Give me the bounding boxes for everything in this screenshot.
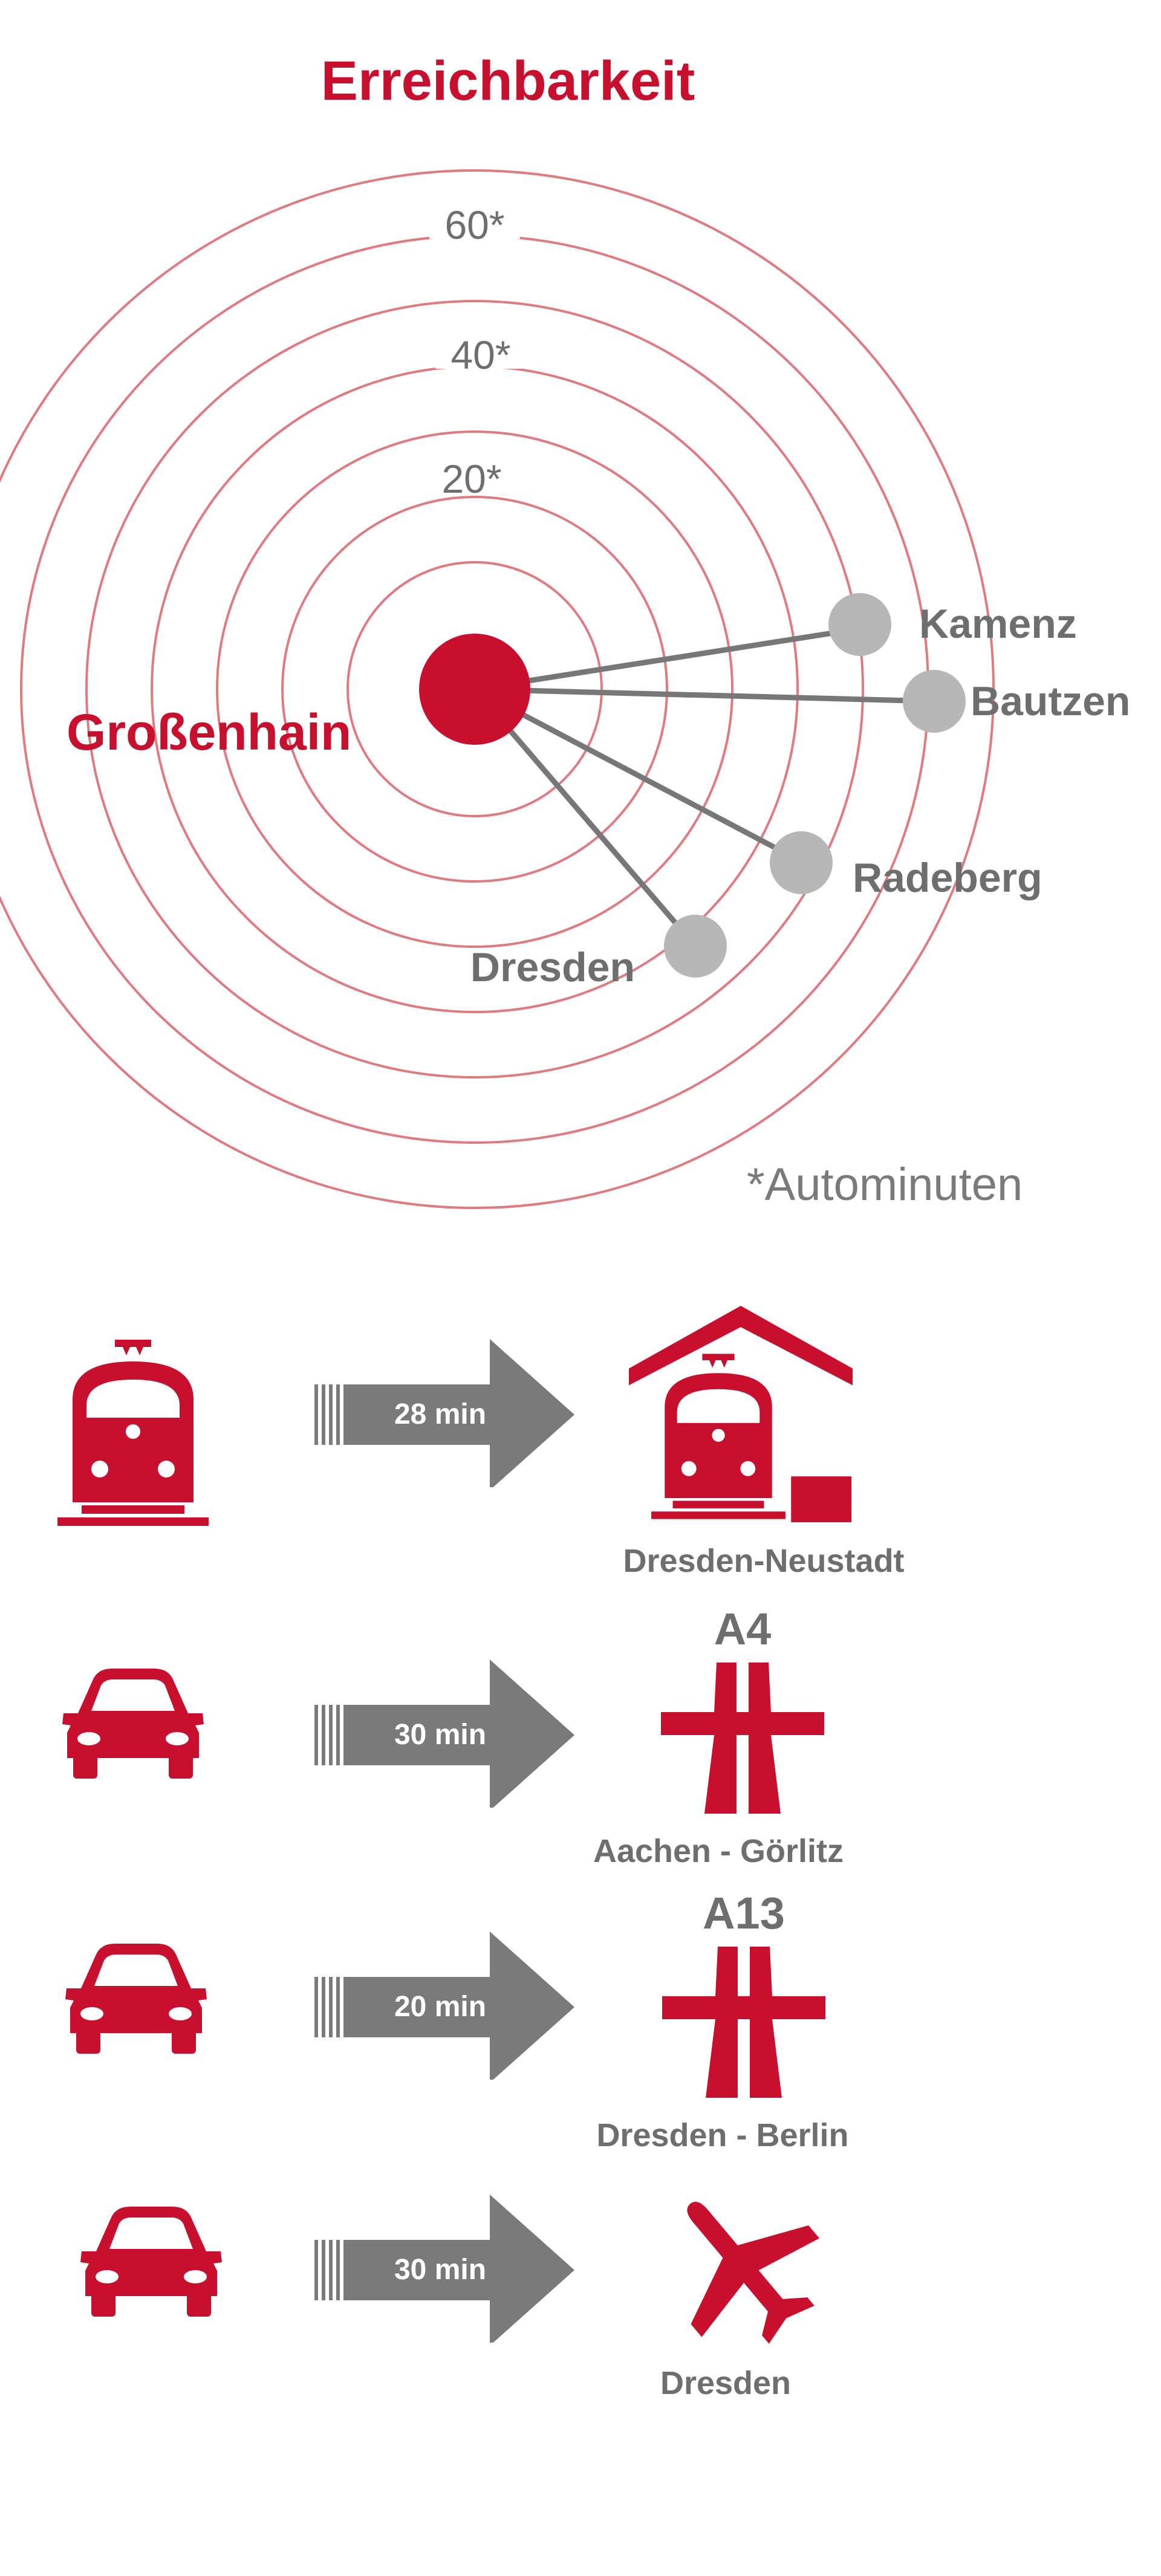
reachability-ring bbox=[216, 430, 733, 948]
ring-label-60: 60* bbox=[444, 203, 504, 247]
ring-label-40: 40* bbox=[450, 333, 510, 377]
highway-icon bbox=[662, 1947, 825, 2098]
ring-label-backdrop bbox=[435, 326, 526, 369]
city-label-radeberg: Radeberg bbox=[853, 855, 1042, 901]
airplane-icon bbox=[659, 2182, 822, 2346]
travel-time-label: 20 min bbox=[394, 1991, 486, 2023]
destination-label: Dresden - Berlin bbox=[596, 2117, 848, 2153]
ring-labels: 20* 40* 60* bbox=[441, 203, 510, 501]
city-node-dresden bbox=[664, 915, 727, 978]
travel-time-label: 28 min bbox=[394, 1398, 486, 1430]
ring-label-20: 20* bbox=[441, 456, 501, 501]
line-to-dresden bbox=[472, 687, 698, 948]
city-node-radeberg bbox=[770, 831, 833, 894]
reachability-ring bbox=[281, 496, 668, 883]
city-labels: Kamenz Bautzen Radeberg Dresden Großenha… bbox=[67, 601, 1130, 990]
city-node-bautzen bbox=[903, 670, 966, 733]
road-label: A13 bbox=[703, 1888, 785, 1938]
reachability-ring bbox=[0, 169, 995, 1209]
city-node-kamenz bbox=[828, 593, 891, 656]
train-icon bbox=[57, 1340, 209, 1526]
connection-row: 20 min A13 Dresden - Berlin bbox=[65, 1888, 849, 2153]
car-icon bbox=[80, 2207, 222, 2317]
road-label: A4 bbox=[714, 1604, 772, 1654]
highway-icon bbox=[661, 1663, 824, 1814]
footnote-autominuten: *Autominuten bbox=[747, 1159, 1023, 1210]
connection-row: 30 min A4 Aachen - Görlitz bbox=[62, 1604, 844, 1869]
connection-row: 28 min Dresden-Neustadt bbox=[57, 1306, 905, 1579]
city-nodes bbox=[419, 593, 966, 978]
city-label-kamenz: Kamenz bbox=[919, 601, 1077, 647]
page-title: Erreichbarkeit bbox=[321, 50, 695, 112]
travel-time-label: 30 min bbox=[394, 2254, 486, 2286]
line-to-kamenz bbox=[474, 626, 860, 692]
line-to-radeberg bbox=[473, 687, 803, 864]
center-node-grossenhain bbox=[419, 634, 530, 745]
reachability-ring bbox=[346, 561, 603, 817]
line-to-bautzen bbox=[474, 686, 935, 704]
center-label: Großenhain bbox=[67, 704, 351, 761]
reachability-rings bbox=[0, 169, 995, 1209]
travel-time-label: 30 min bbox=[394, 1719, 486, 1751]
city-label-dresden: Dresden bbox=[470, 944, 635, 990]
ring-label-backdrop bbox=[429, 196, 520, 239]
destination-label: Dresden bbox=[660, 2365, 791, 2401]
car-icon bbox=[65, 1944, 207, 2054]
connection-row: 30 min Dresden bbox=[80, 2182, 822, 2401]
car-icon bbox=[62, 1669, 204, 1779]
connection-lines bbox=[472, 626, 935, 948]
destination-label: Dresden-Neustadt bbox=[623, 1543, 904, 1579]
ring-label-backdrop bbox=[426, 450, 517, 493]
train-station-icon bbox=[629, 1306, 853, 1522]
destination-label: Aachen - Görlitz bbox=[593, 1833, 844, 1869]
city-label-bautzen: Bautzen bbox=[971, 678, 1130, 724]
reachability-ring bbox=[85, 300, 864, 1079]
